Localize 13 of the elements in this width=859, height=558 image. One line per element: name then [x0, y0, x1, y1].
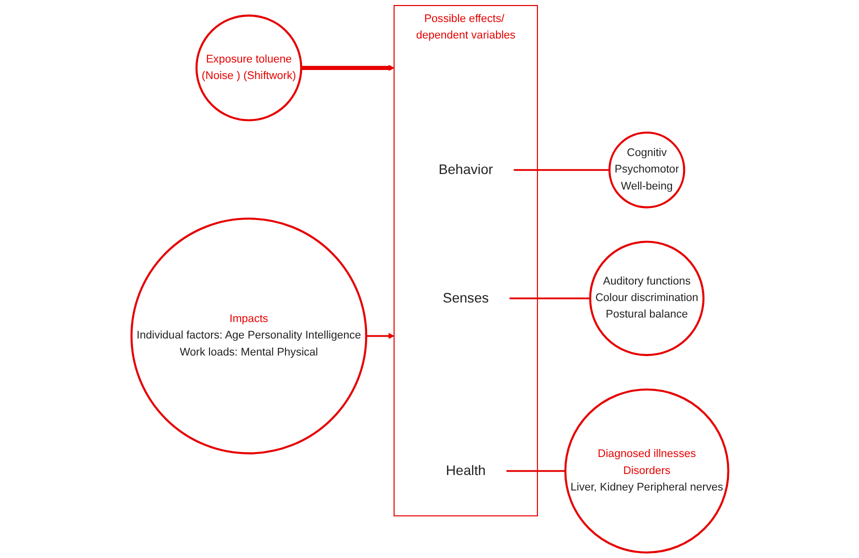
node-text: Behavior — [438, 162, 493, 178]
connector — [506, 470, 565, 472]
node-circle: Diagnosed illnesses Disorders Liver, Kidney Peripheral nerves — [564, 388, 729, 554]
node-circle: Exposure toluene (Noise ) (Shiftwork) — [195, 14, 302, 122]
node-circle: Impacts Individual factors: Age Personality Intelligence Work loads: Mental Physical — [130, 218, 367, 454]
node-text: Senses — [442, 290, 488, 306]
node-text: Health — [445, 463, 486, 479]
node-circle: Cognitiv Psychomotor Well-being — [608, 132, 685, 208]
arrow — [300, 64, 394, 71]
connector — [513, 169, 610, 171]
connector — [509, 298, 590, 300]
node-circle: Auditory functions Colour discrimination Postural balance — [588, 240, 704, 356]
arrow — [366, 332, 394, 340]
